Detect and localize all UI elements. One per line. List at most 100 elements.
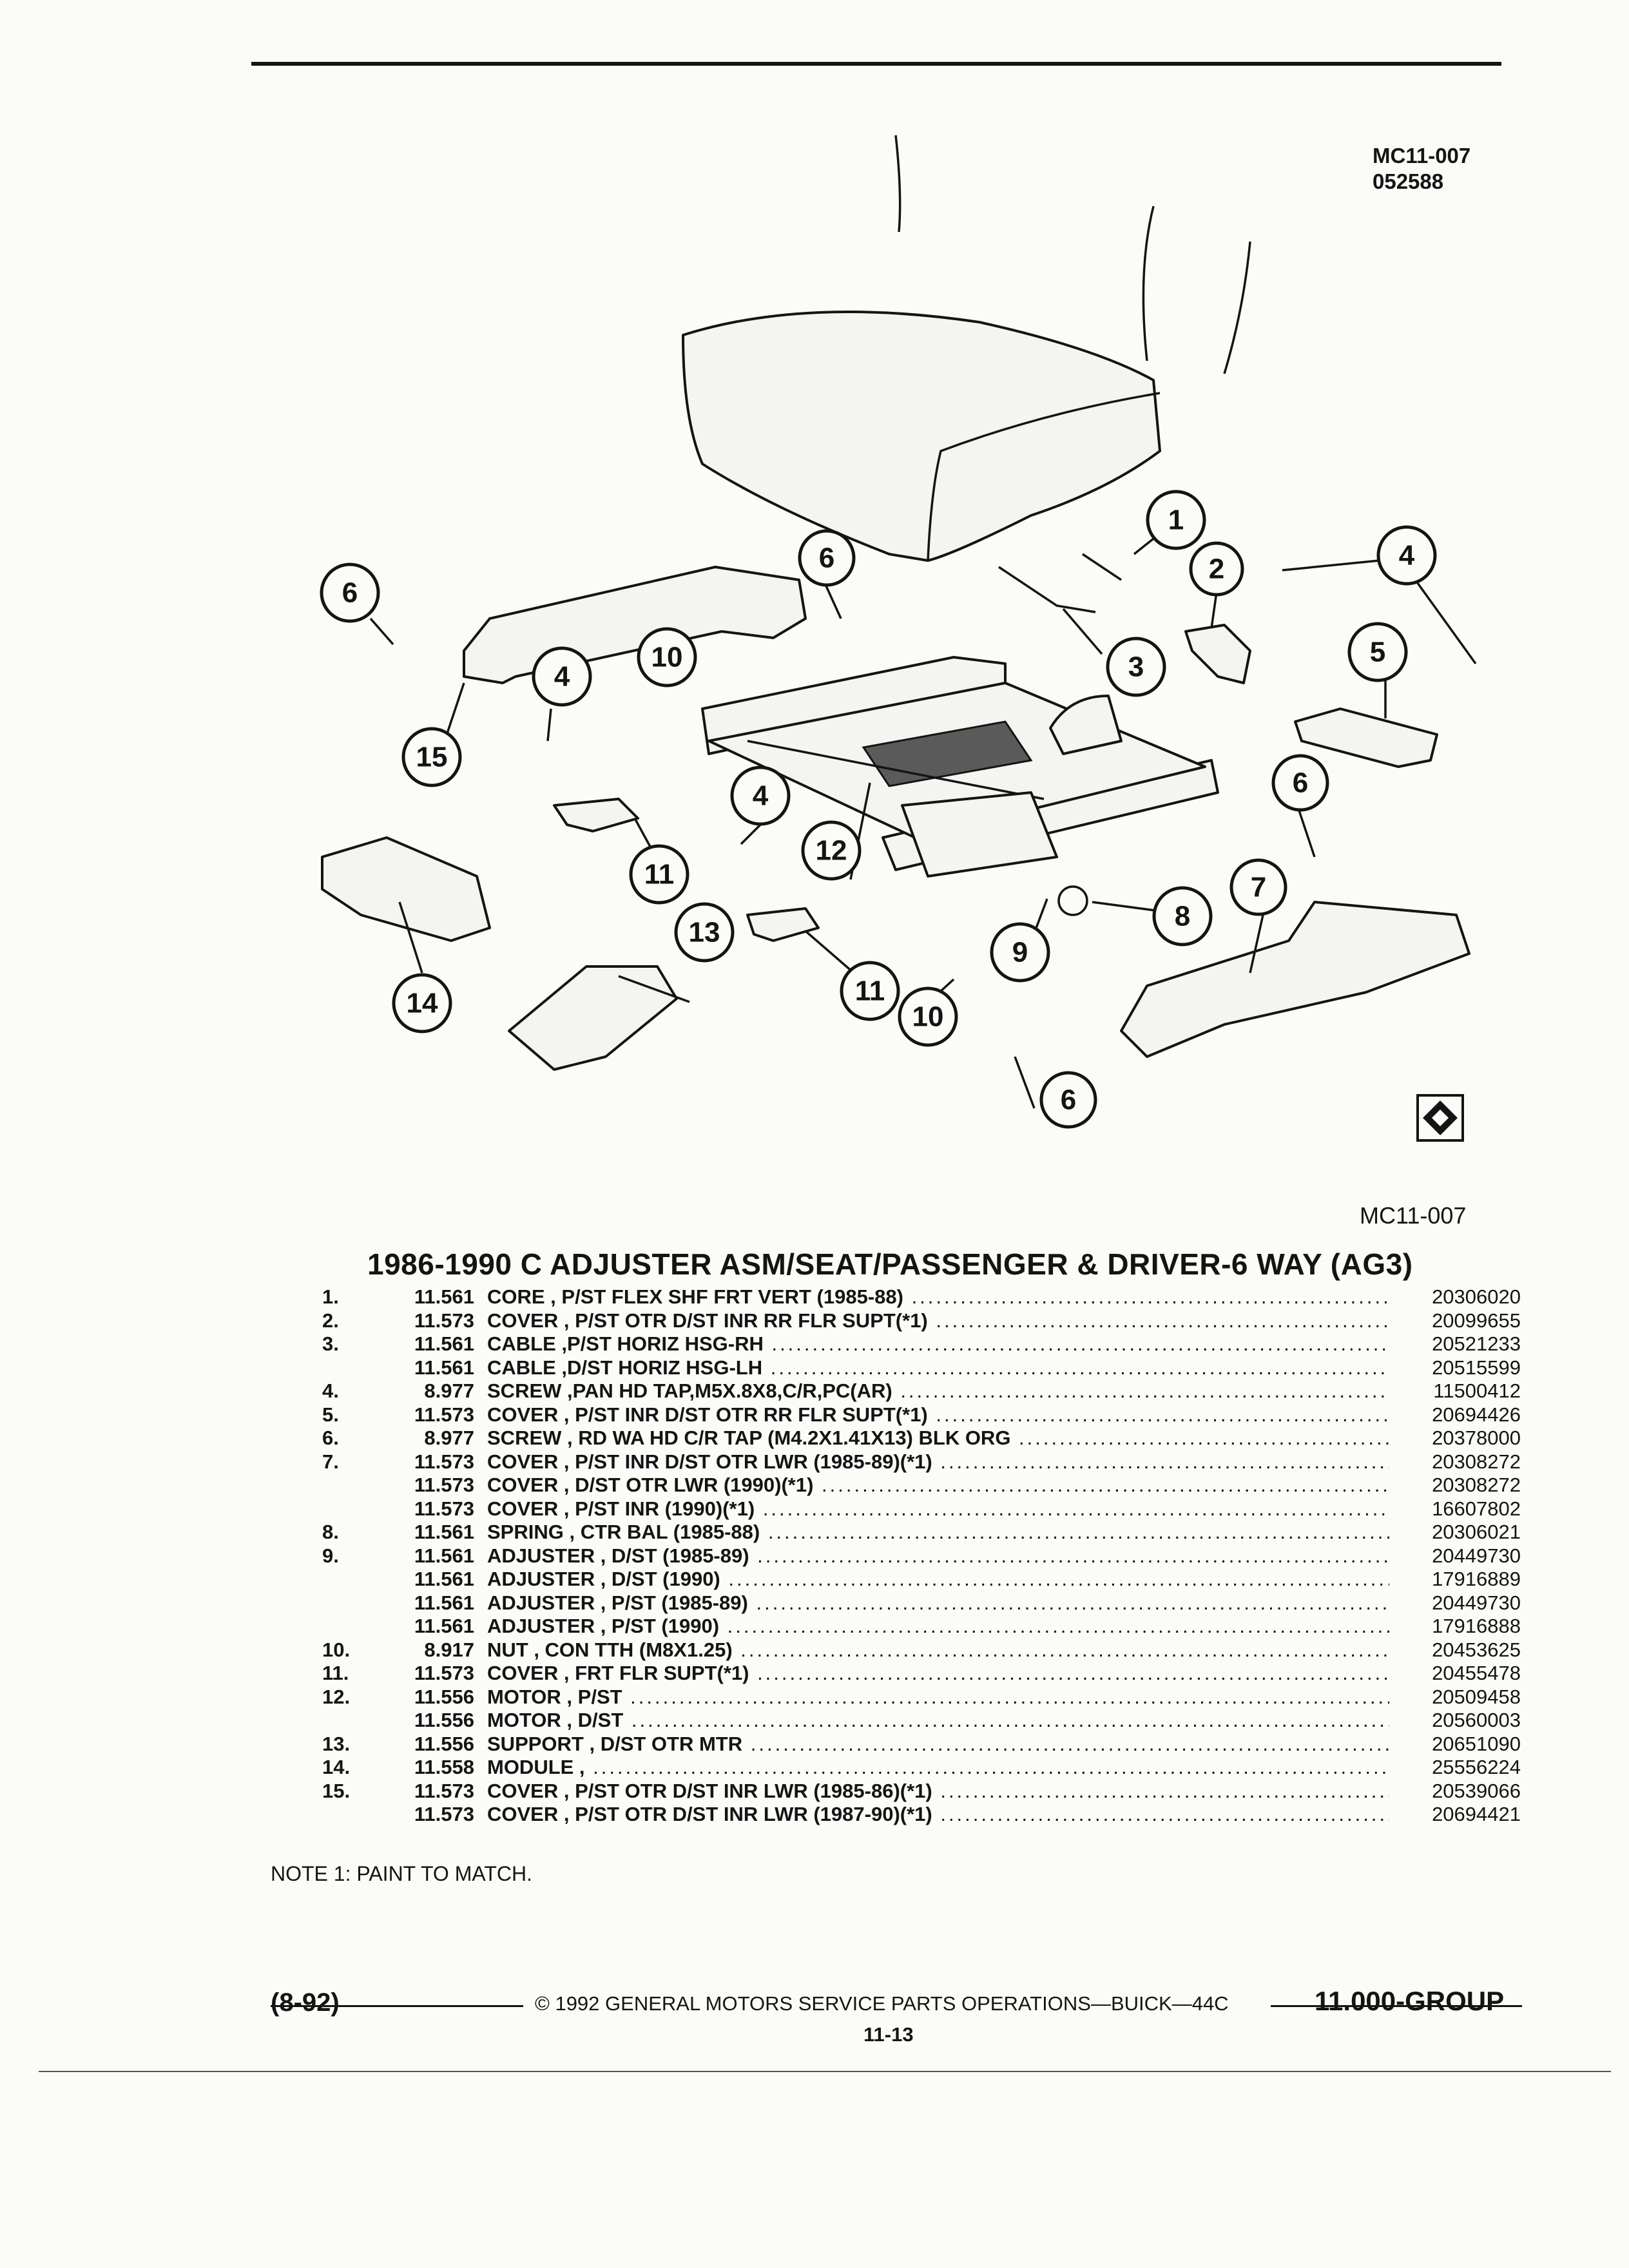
part-number: 20306021 — [1432, 1521, 1521, 1543]
parts-row: 14. 11.558 MODULE , ......................… — [0, 1756, 1629, 1780]
group-ref: 11.558 — [414, 1756, 474, 1778]
part-description-text: ADJUSTER , P/ST (1985-89) — [487, 1591, 748, 1614]
cover-7 — [1120, 901, 1470, 1058]
parts-row: 1. 11.561 CORE , P/ST FLEX SHF FRT VERT (1… — [0, 1285, 1629, 1309]
part-description-text: COVER , P/ST OTR D/ST INR LWR (1987-90)(… — [487, 1803, 932, 1825]
item-number: 14. — [322, 1756, 351, 1778]
leader-dots: ........................................… — [757, 1662, 1389, 1684]
part-description-text: CABLE ,P/ST HORIZ HSG-RH — [487, 1332, 764, 1355]
callout-6c: 6 — [1271, 754, 1329, 812]
callout-label: 7 — [1251, 872, 1266, 903]
module-14 — [321, 836, 491, 942]
callout-11b: 11 — [840, 961, 900, 1021]
part-number: 17916889 — [1432, 1568, 1521, 1590]
figure-date: 052588 — [1373, 169, 1444, 193]
callout-label: 6 — [1061, 1084, 1076, 1116]
part-description: CABLE ,P/ST HORIZ HSG-RH ...............… — [487, 1332, 1389, 1356]
part-description: MODULE , ...............................… — [487, 1756, 1389, 1779]
part-number: 20515599 — [1432, 1356, 1521, 1379]
part-description-text: CORE , P/ST FLEX SHF FRT VERT (1985-88) — [487, 1285, 903, 1308]
group-ref: 11.573 — [414, 1403, 474, 1426]
item-number: 3. — [322, 1332, 339, 1355]
cover-5 — [1294, 707, 1438, 768]
part-description: CORE , P/ST FLEX SHF FRT VERT (1985-88) … — [487, 1285, 1389, 1309]
part-number: 20694421 — [1432, 1803, 1521, 1825]
group-ref: 11.556 — [414, 1685, 474, 1708]
callout-15: 15 — [401, 727, 462, 787]
callout-7: 7 — [1229, 858, 1287, 916]
part-description-text: COVER , P/ST INR D/ST OTR RR FLR SUPT(*1… — [487, 1403, 928, 1426]
part-description-text: SCREW ,PAN HD TAP,M5X.8X8,C/R,PC(AR) — [487, 1379, 892, 1402]
item-number: 9. — [322, 1544, 339, 1567]
part-description: COVER , P/ST INR D/ST OTR LWR (1985-89)(… — [487, 1450, 1389, 1474]
support-13 — [508, 965, 678, 1071]
part-description: ADJUSTER , P/ST (1985-89) ..............… — [487, 1591, 1389, 1615]
leader-dots: ........................................… — [822, 1474, 1389, 1496]
part-number: 20521233 — [1432, 1332, 1521, 1355]
seat-cushion — [682, 135, 1251, 562]
part-description: COVER , FRT FLR SUPT(*1) ...............… — [487, 1662, 1389, 1685]
part-description-text: MOTOR , P/ST — [487, 1685, 622, 1708]
leader-dots: ........................................… — [728, 1568, 1389, 1590]
group-ref: 11.561 — [414, 1332, 474, 1355]
part-description: SCREW ,PAN HD TAP,M5X.8X8,C/R,PC(AR) ...… — [487, 1379, 1389, 1403]
callout-label: 1 — [1168, 505, 1184, 536]
leader-dots: ........................................… — [631, 1709, 1389, 1731]
callout-label: 4 — [753, 780, 769, 812]
leader-dots: ........................................… — [593, 1756, 1389, 1778]
item-number: 1. — [322, 1285, 339, 1308]
footer-rule-left — [271, 2005, 523, 2007]
item-number: 13. — [322, 1732, 351, 1755]
part-number: 17916888 — [1432, 1615, 1521, 1637]
group-ref: 11.573 — [414, 1803, 474, 1825]
callout-9: 9 — [990, 922, 1050, 983]
callout-6a: 6 — [320, 562, 380, 623]
part-description: COVER , D/ST OTR LWR (1990)(*1) ........… — [487, 1474, 1389, 1497]
part-number: 20509458 — [1432, 1685, 1521, 1708]
part-description: COVER , P/ST OTR D/ST INR LWR (1987-90)(… — [487, 1803, 1389, 1826]
callout-label: 6 — [1293, 767, 1308, 799]
callout-label: 3 — [1128, 651, 1144, 683]
item-number: 10. — [322, 1638, 351, 1661]
parts-row: 11.573 COVER , P/ST OTR D/ST INR LWR (198… — [0, 1803, 1629, 1827]
leader-dots: ........................................… — [740, 1638, 1389, 1661]
group-ref: 11.561 — [414, 1521, 474, 1543]
footer-copyright: © 1992 GENERAL MOTORS SERVICE PARTS OPER… — [535, 1992, 1229, 2015]
adjuster-frame — [701, 656, 1219, 878]
part-description: COVER , P/ST INR (1990)(*1) ............… — [487, 1497, 1389, 1521]
callout-label: 12 — [816, 835, 847, 867]
part-description: CABLE ,D/ST HORIZ HSG-LH ...............… — [487, 1356, 1389, 1379]
item-number: 12. — [322, 1685, 351, 1708]
part-description-text: COVER , P/ST INR (1990)(*1) — [487, 1497, 755, 1520]
callout-label: 10 — [912, 1001, 944, 1033]
part-number: 20378000 — [1432, 1427, 1521, 1449]
callout-label: 9 — [1012, 937, 1028, 968]
group-ref: 11.573 — [414, 1497, 474, 1520]
callout-5: 5 — [1347, 622, 1408, 682]
part-description: SCREW , RD WA HD C/R TAP (M4.2X1.41X13) … — [487, 1427, 1389, 1450]
part-description: MOTOR , D/ST ...........................… — [487, 1709, 1389, 1732]
callout-13: 13 — [674, 902, 735, 963]
outer-cover-15 — [463, 566, 807, 684]
group-ref: 11.556 — [414, 1709, 474, 1731]
part-description: COVER , P/ST OTR D/ST INR LWR (1985-86)(… — [487, 1780, 1389, 1803]
part-description-text: ADJUSTER , D/ST (1985-89) — [487, 1544, 749, 1567]
gm-service-parts-logo — [1416, 1094, 1464, 1142]
item-number: 8. — [322, 1521, 339, 1543]
group-ref: 11.561 — [414, 1285, 474, 1308]
callout-4b: 4 — [532, 646, 592, 707]
exploded-view-diagram: 1 2 3 4 4 4 5 6 6 6 6 7 8 9 10 10 11 11 … — [320, 135, 1477, 1142]
part-description-text: NUT , CON TTH (M8X1.25) — [487, 1638, 733, 1661]
part-description: COVER , P/ST INR D/ST OTR RR FLR SUPT(*1… — [487, 1403, 1389, 1427]
group-ref: 11.573 — [414, 1662, 474, 1684]
callout-4a: 4 — [1376, 525, 1437, 586]
